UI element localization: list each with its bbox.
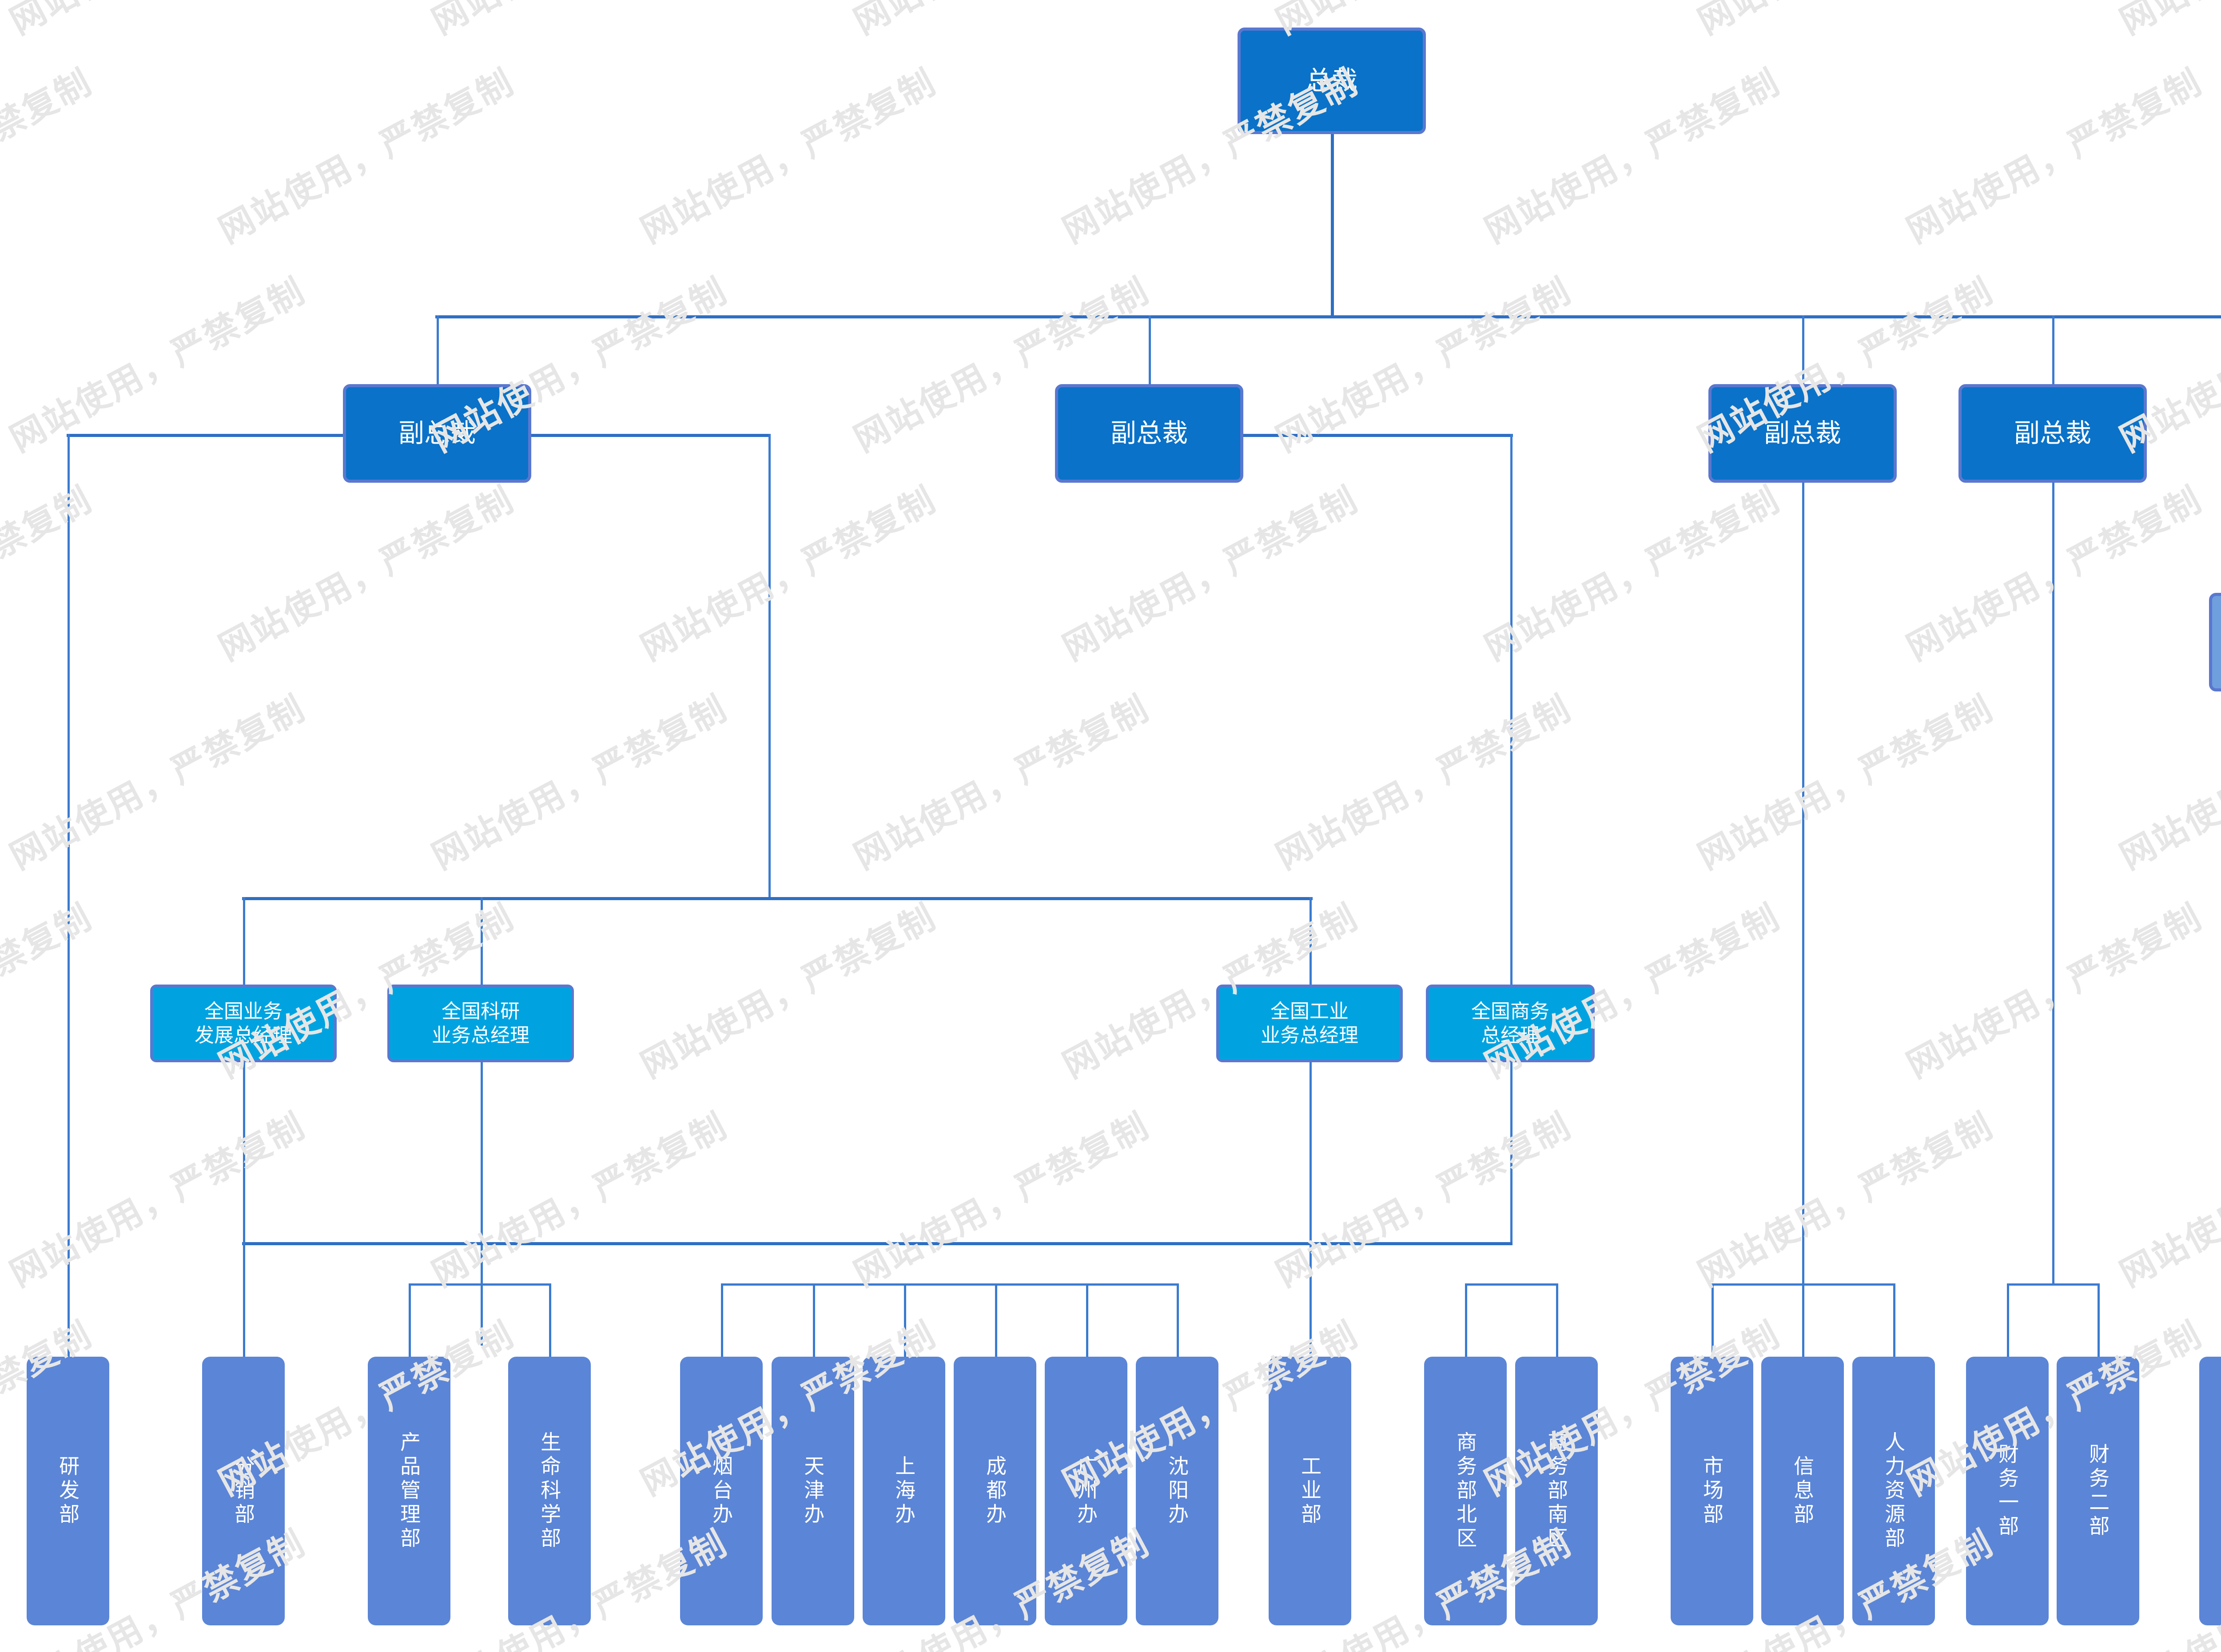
connector-to-distribution xyxy=(243,1242,245,1359)
node-department-finance-2[interactable]: 财务二部 xyxy=(2057,1357,2139,1625)
connector-to-finance-1 xyxy=(2007,1283,2009,1359)
connector-to-chengdu xyxy=(995,1283,997,1359)
node-department-finance-1[interactable]: 财务一部 xyxy=(1966,1357,2049,1625)
connector-gm-bus xyxy=(242,897,1313,900)
connector-bus-to-vp4 xyxy=(2052,315,2054,385)
gm-industrial-line-2: 业务总经理 xyxy=(1261,1024,1358,1046)
node-department-marketing[interactable]: 市场部 xyxy=(1671,1357,1753,1625)
node-vice-president-3[interactable]: 副总裁 xyxy=(1708,384,1897,483)
connector-vp2-side-bus xyxy=(1149,434,1513,437)
gm-research-line-2: 业务总经理 xyxy=(432,1024,529,1046)
node-department-information[interactable]: 信息部 xyxy=(1761,1357,1844,1625)
connector-president-stem xyxy=(1331,133,1334,318)
connector-vp4-bracket xyxy=(2007,1283,2098,1286)
node-department-commerce-south[interactable]: 商务部南区 xyxy=(1515,1357,1598,1625)
connector-to-guangzhou xyxy=(1086,1283,1088,1359)
connector-research-bracket xyxy=(409,1283,551,1286)
connector-to-hr xyxy=(1893,1283,1895,1359)
connector-gm-bus-to-gm-research xyxy=(481,897,483,985)
connector-level2-bus xyxy=(435,315,2221,318)
node-department-office[interactable]: 办公室 xyxy=(2199,1357,2221,1625)
node-vice-president-1[interactable]: 副总裁 xyxy=(343,384,531,483)
node-department-product-mgmt[interactable]: 产品管理部 xyxy=(368,1357,450,1625)
connector-vp4-stem xyxy=(2052,483,2054,1283)
connector-to-finance-2 xyxy=(2098,1283,2100,1359)
connector-vp3-stem xyxy=(1802,483,1804,1283)
node-gm-industrial-business[interactable]: 全国工业 业务总经理 xyxy=(1216,985,1403,1062)
connector-gm-industrial-stem xyxy=(1310,1061,1312,1346)
connector-to-information xyxy=(1802,1283,1804,1359)
gm-business-line-1: 全国业务 xyxy=(204,1000,283,1022)
node-department-chengdu-office[interactable]: 成都办 xyxy=(954,1357,1036,1625)
node-department-guangzhou-office[interactable]: 广州办 xyxy=(1045,1357,1127,1625)
node-department-rd[interactable]: 研发部 xyxy=(27,1357,109,1625)
connector-to-life-science xyxy=(549,1283,551,1359)
gm-commerce-line-2: 总经理 xyxy=(1481,1024,1540,1046)
gm-industrial-line-1: 全国工业 xyxy=(1270,1000,1349,1022)
node-gm-research-business[interactable]: 全国科研 业务总经理 xyxy=(387,985,574,1062)
node-department-hr[interactable]: 人力资源部 xyxy=(1852,1357,1935,1625)
connector-lower-bus xyxy=(242,1242,1513,1245)
node-department-distribution[interactable]: 分销部 xyxy=(202,1357,285,1625)
connector-to-marketing xyxy=(1712,1283,1714,1359)
node-department-shanghai-office[interactable]: 上海办 xyxy=(863,1357,945,1625)
connector-commerce-bracket xyxy=(1465,1283,1557,1286)
connector-to-product-mgmt xyxy=(409,1283,411,1359)
connector-to-shanghai xyxy=(904,1283,906,1359)
node-department-industrial[interactable]: 工业部 xyxy=(1269,1357,1351,1625)
gm-business-line-2: 发展总经理 xyxy=(195,1024,292,1046)
connector-bus-to-vp2 xyxy=(1149,315,1151,385)
node-vice-president-2[interactable]: 副总裁 xyxy=(1055,384,1243,483)
node-department-life-science[interactable]: 生命科学部 xyxy=(508,1357,591,1625)
connector-vp1-to-rd xyxy=(68,434,70,1359)
connector-to-yantai xyxy=(721,1283,723,1359)
connector-vp1-to-gm-cluster xyxy=(768,434,771,898)
connector-gm-research-stem xyxy=(481,1061,483,1346)
gm-commerce-line-1: 全国商务 xyxy=(1471,1000,1549,1022)
connector-to-tianjin xyxy=(813,1283,815,1359)
node-gm-commerce[interactable]: 全国商务 总经理 xyxy=(1426,985,1595,1062)
connector-vp2-to-commerce xyxy=(1510,434,1513,1242)
connector-city-bracket xyxy=(721,1283,1178,1286)
connector-bus-to-vp3 xyxy=(1802,315,1804,385)
node-vice-president-4[interactable]: 副总裁 xyxy=(1958,384,2147,483)
connector-gm-bus-to-gm-business xyxy=(243,897,245,985)
connector-gm-business-stem xyxy=(243,1061,245,1242)
connector-to-industrial xyxy=(1310,1242,1312,1359)
connector-gm-bus-to-gm-industrial xyxy=(1310,897,1312,985)
node-department-tianjin-office[interactable]: 天津办 xyxy=(772,1357,854,1625)
connector-to-shenyang xyxy=(1177,1283,1179,1359)
node-department-yantai-office[interactable]: 烟台办 xyxy=(680,1357,763,1625)
gm-research-line-1: 全国科研 xyxy=(442,1000,520,1022)
connector-bus-to-vp1 xyxy=(437,315,439,385)
connector-gm-bus-to-gm-commerce xyxy=(1510,897,1513,985)
node-department-shenyang-office[interactable]: 沈阳办 xyxy=(1136,1357,1218,1625)
connector-to-commerce-south xyxy=(1556,1283,1558,1359)
connector-to-commerce-north xyxy=(1465,1283,1467,1359)
node-president[interactable]: 总裁 xyxy=(1238,28,1426,134)
node-president-assistant[interactable]: 总裁助理 xyxy=(2209,593,2221,691)
node-department-commerce-north[interactable]: 商务部北区 xyxy=(1424,1357,1507,1625)
node-gm-business-development[interactable]: 全国业务 发展总经理 xyxy=(150,985,337,1062)
